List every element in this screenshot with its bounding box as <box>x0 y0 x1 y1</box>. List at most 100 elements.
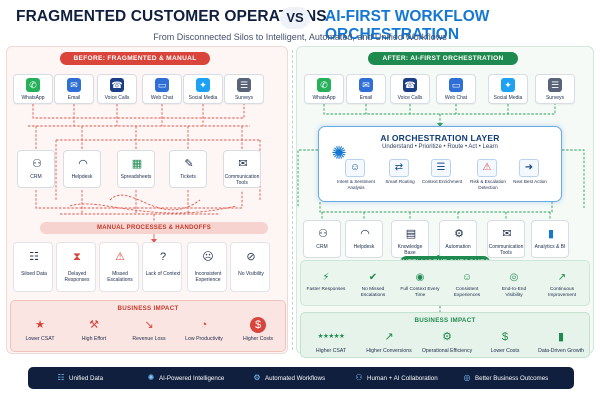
outcome-full-context: ◉ Full Context Every Time <box>399 271 441 305</box>
footer-label: Better Business Outcomes <box>475 375 549 382</box>
before-system-helpdesk: ◠ Helpdesk <box>63 150 101 188</box>
clipboard-icon: ☰ <box>237 78 251 92</box>
impact-lower-csat: ★ Lower CSAT <box>13 315 67 349</box>
channel-label: WhatsApp <box>21 95 45 101</box>
channel-label: Web Chat <box>150 95 174 101</box>
warning-icon: ⚠ <box>115 251 125 263</box>
stars-icon: ★★★★★ <box>317 333 345 340</box>
capability-intent-sentiment: ☺ Intent & Sentiment Analysis <box>337 159 375 199</box>
panel-divider <box>292 50 293 350</box>
impact-lower-costs: $ Lower Costs <box>477 327 533 361</box>
impact-title: BUSINESS IMPACT <box>117 305 179 312</box>
twitter-icon: ✦ <box>196 78 210 92</box>
after-system-communication: ✉ Communication Tools <box>487 220 525 258</box>
headset-icon: ◠ <box>78 158 88 170</box>
email-icon: ✉ <box>359 78 373 92</box>
dollar-icon: $ <box>250 317 266 333</box>
footer-unified-data: ☷ Unified Data <box>56 367 103 389</box>
outcome-label: Faster Responses <box>306 287 346 292</box>
user-check-icon: ◉ <box>415 272 425 283</box>
impact-label: Low Productivity <box>185 336 223 342</box>
whatsapp-icon: ✆ <box>26 78 40 92</box>
channel-label: Voice Calls <box>104 95 130 101</box>
ai-layer-subtitle: Understand • Prioritize • Route • Act • … <box>382 144 498 150</box>
before-system-communication: ✉ Communication Tools <box>223 150 261 188</box>
after-business-impact: BUSINESS IMPACT ★★★★★ Higher CSAT ↗ High… <box>300 312 590 358</box>
footer-label: Human + AI Collaboration <box>367 375 438 382</box>
effort-icon: ⚒ <box>89 319 99 331</box>
before-channel-social: ✦ Social Media <box>183 74 223 104</box>
people-icon: ⚇ <box>32 158 42 170</box>
footer-better-outcomes: ◎Better Business Outcomes <box>462 367 549 389</box>
database-icon: ☷ <box>57 373 65 382</box>
impact-label: Lower Costs <box>490 348 520 354</box>
impact-higher-csat: ★★★★★ Higher CSAT <box>303 327 359 361</box>
after-channel-surveys: ☰ Surveys <box>535 74 575 104</box>
capability-label: Smart Routing <box>385 179 415 184</box>
before-system-crm: ⚇ CRM <box>17 150 55 188</box>
channel-label: Surveys <box>545 95 565 101</box>
system-label: Helpdesk <box>353 244 375 250</box>
after-channel-whatsapp: ✆ WhatsApp <box>304 74 344 104</box>
outcome-label: End-to-End Visibility <box>501 287 527 298</box>
outcome-no-missed-escalations: ✔ No Missed Escalations <box>352 271 394 305</box>
channel-label: Email <box>359 95 373 101</box>
problem-lack-of-context: ? Lack of Context <box>142 242 182 292</box>
problem-label: Delayed Responses <box>64 271 90 283</box>
channel-label: Web Chat <box>444 95 468 101</box>
layers-icon: ☰ <box>431 159 451 177</box>
bolt-icon: ⚡ <box>322 272 330 283</box>
outcome-faster-responses: ⚡ Faster Responses <box>305 271 347 305</box>
impact-label: Higher Conversions <box>366 348 412 354</box>
system-label: Knowledge Base <box>397 244 423 256</box>
brain-icon: ✺ <box>147 373 155 382</box>
outcome-label: Continuous Improvement <box>548 287 576 298</box>
star-down-icon: ★ <box>35 319 45 331</box>
database-icon: ☷ <box>29 251 39 263</box>
ai-layer-title: AI ORCHESTRATION LAYER <box>380 133 500 143</box>
vs-badge: VS <box>280 7 310 29</box>
problem-label: Lack of Context <box>145 271 181 277</box>
after-system-knowledge-base: ▤ Knowledge Base <box>391 220 429 258</box>
problem-label: Missed Escalations <box>107 271 133 283</box>
footer-label: Unified Data <box>69 375 104 382</box>
smile-icon: ☺ <box>461 272 473 283</box>
sentiment-icon: ☺ <box>345 159 365 177</box>
impact-low-productivity: ◔ Low Productivity <box>177 315 231 349</box>
phone-icon: ☎ <box>403 78 417 92</box>
spreadsheet-icon: ▦ <box>131 158 143 170</box>
chart-down-icon: ↘ <box>144 319 154 331</box>
after-channel-email: ✉ Email <box>346 74 386 104</box>
capability-smart-routing: ⇄ Smart Routing <box>381 159 419 199</box>
message-icon: ✉ <box>502 228 512 240</box>
ticket-icon: ✎ <box>184 158 194 170</box>
after-system-automation: ⚙ Automation <box>439 220 477 258</box>
impact-label: Data-Driven Growth <box>538 348 584 354</box>
book-icon: ▤ <box>405 228 417 240</box>
footer-automated-workflows: ⚙Automated Workflows <box>252 367 325 389</box>
problem-delayed-responses: ⧗ Delayed Responses <box>56 242 96 292</box>
people-icon: ⚇ <box>355 373 363 382</box>
problem-no-visibility: ⊘ No Visibility <box>230 242 270 292</box>
headset-icon: ◠ <box>360 228 370 240</box>
twitter-icon: ✦ <box>501 78 515 92</box>
problem-missed-escalations: ⚠ Missed Escalations <box>99 242 139 292</box>
footer-label: AI-Powered Intelligence <box>159 375 225 382</box>
shield-check-icon: ✔ <box>368 272 378 283</box>
growth-icon: ↗ <box>557 272 567 283</box>
clipboard-icon: ☰ <box>548 78 562 92</box>
routing-icon: ⇄ <box>389 159 409 177</box>
before-system-spreadsheets: ▦ Spreadsheets <box>117 150 155 188</box>
title-left: FRAGMENTED CUSTOMER OPERATIONS <box>16 8 327 25</box>
impact-data-driven-growth: ▮ Data-Driven Growth <box>533 327 589 361</box>
system-label: Helpdesk <box>71 174 93 180</box>
footer-human-ai: ⚇ Human + AI Collaboration <box>354 367 438 389</box>
trend-up-icon: ↗ <box>384 331 394 343</box>
title-row: FRAGMENTED CUSTOMER OPERATIONS VS AI-FIR… <box>0 6 600 43</box>
footer-bar: ☷ Unified Data ✺ AI-Powered Intelligence ⚙… <box>28 367 574 389</box>
impact-label: Higher Costs <box>243 336 273 342</box>
outcome-continuous-improvement: ↗ Continuous Improvement <box>541 271 583 305</box>
title-right: AI-FIRST WORKFLOW ORCHESTRATION <box>325 8 490 43</box>
eye-off-icon: ⊘ <box>246 251 256 263</box>
bar-chart-icon: ▮ <box>557 331 565 343</box>
